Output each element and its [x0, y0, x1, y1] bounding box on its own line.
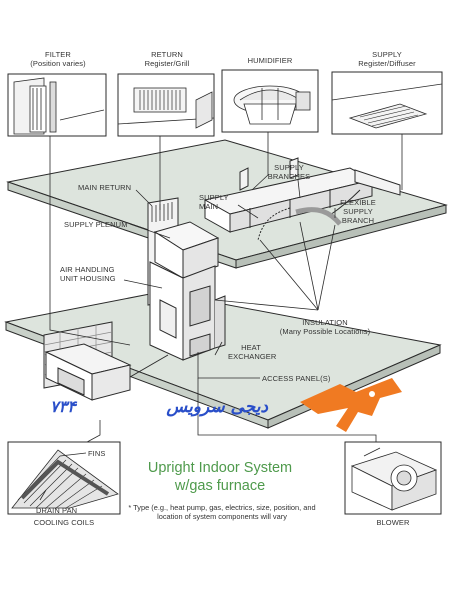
label-supply-plenum: SUPPLY PLENUM — [64, 220, 128, 229]
flexible-branch — [295, 207, 342, 226]
label-supply-main: SUPPLY MAIN — [199, 193, 229, 211]
label-heat-exchanger: HEAT EXCHANGER — [228, 343, 277, 361]
watermark-text: دیجی سرویس — [166, 397, 268, 417]
label-fins: FINS — [88, 449, 106, 458]
label-filter-note: (Position varies) — [30, 59, 86, 68]
diagram-title: Upright Indoor System — [147, 460, 293, 476]
diagram-footnote: * Type (e.g., heat pump, gas, electrics,… — [128, 503, 316, 521]
label-filter: FILTER — [45, 50, 71, 59]
label-insulation: INSULATION — [302, 318, 348, 327]
label-blower: BLOWER — [376, 518, 410, 527]
condenser-unit — [44, 343, 132, 401]
label-access-panels: ACCESS PANEL(S) — [262, 374, 331, 383]
label-return-note: Register/Grill — [144, 59, 190, 68]
label-humidifier: HUMIDIFIER — [247, 56, 293, 65]
label-main-return: MAIN RETURN — [78, 183, 132, 192]
label-air-handling-unit-housing: AIR HANDLING UNIT HOUSING — [60, 265, 116, 283]
label-supply-branches: SUPPLY BRANCHES — [267, 163, 311, 181]
label-supply-note: Register/Diffuser — [358, 59, 416, 68]
watermark-code: ۷۳۴ — [50, 397, 76, 416]
watermark-logo — [300, 378, 402, 432]
label-drain-pan: DRAIN PAN — [36, 506, 78, 515]
label-supply: SUPPLY — [372, 50, 402, 59]
label-return: RETURN — [151, 50, 183, 59]
label-insulation-note: (Many Possible Locations) — [279, 327, 371, 336]
diagram-subtitle: w/gas furnace — [174, 478, 266, 494]
label-cooling-coils: COOLING COILS — [33, 518, 95, 527]
label-flexible-supply-branch: FLEXIBLE SUPPLY BRANCH — [340, 198, 376, 225]
